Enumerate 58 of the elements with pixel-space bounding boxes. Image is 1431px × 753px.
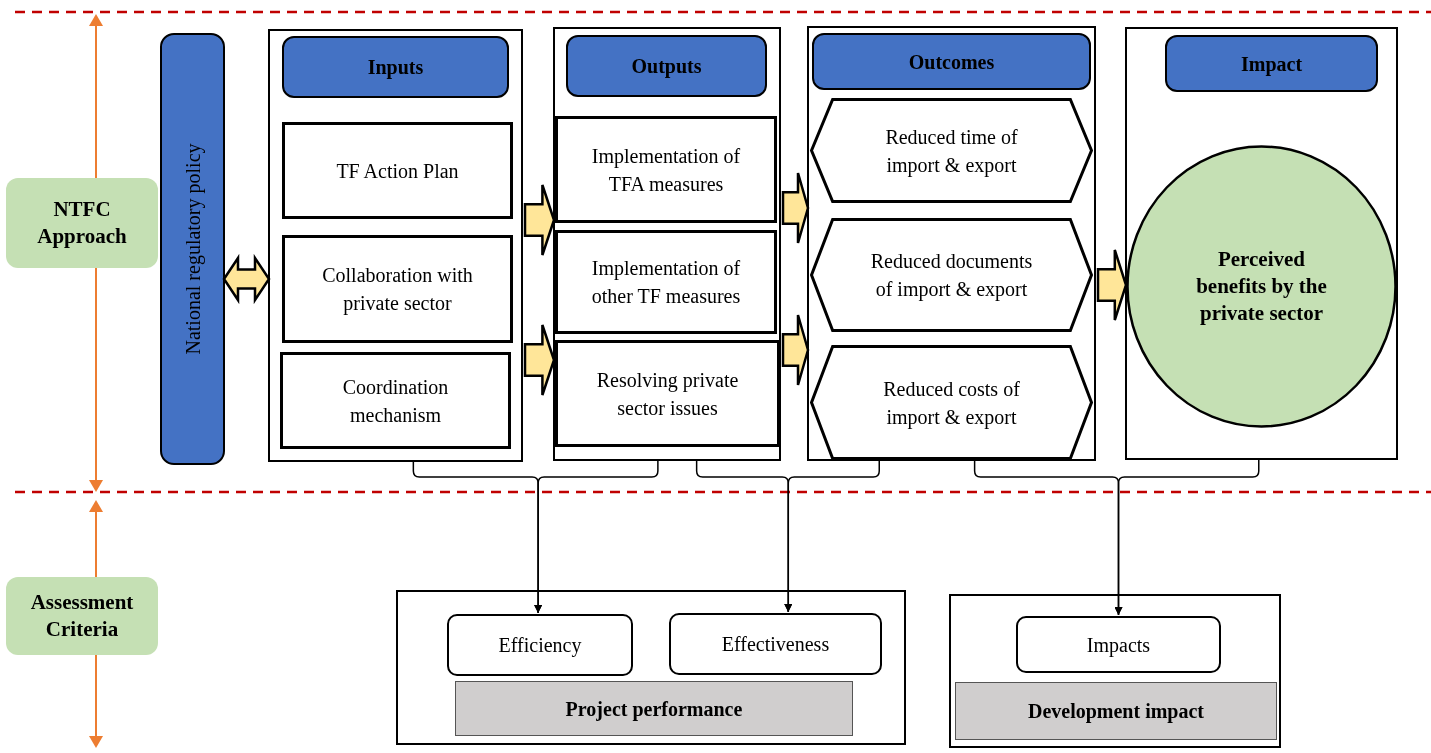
process-box <box>282 235 513 343</box>
box-label: National regulatory policy <box>180 143 206 355</box>
process-box <box>555 340 780 447</box>
box-label: Perceived benefits by the private sector <box>1195 246 1328 327</box>
column-panel <box>807 26 1096 461</box>
box-label: Impacts <box>1086 632 1151 659</box>
hexagon-box <box>810 218 1093 332</box>
box-label: Efficiency <box>498 633 582 659</box>
block-arrow <box>781 171 810 245</box>
box-label: Development impact <box>1027 699 1205 725</box>
box-label: Resolving private sector issues <box>595 367 740 421</box>
hexagon-box <box>810 345 1093 460</box>
policy-bar <box>160 33 225 465</box>
header-box <box>812 33 1091 90</box>
process-box <box>555 230 777 334</box>
column-panel <box>268 29 523 462</box>
box-label: Coordination mechanism <box>341 374 450 428</box>
bracket-arrow <box>784 460 880 613</box>
approach-label-box <box>6 577 158 655</box>
process-box <box>282 122 513 219</box>
box-label: TF Action Plan <box>336 158 459 184</box>
column-panel <box>1125 27 1398 460</box>
box-label: Reduced time of import & export <box>884 124 1019 179</box>
header-box <box>282 36 509 98</box>
criteria-box <box>1016 616 1221 673</box>
box-label: Reduced documents of import & export <box>869 249 1034 303</box>
header-box <box>566 35 767 97</box>
process-box <box>555 116 777 223</box>
double-block-arrow <box>222 253 271 305</box>
box-label: Implementation of other TF measures <box>590 256 742 309</box>
block-arrow <box>1096 248 1128 322</box>
column-panel <box>553 27 781 461</box>
bracket-arrow <box>534 460 659 614</box>
box-label: Implementation of TFA measures <box>590 143 742 197</box>
hexagon-box <box>810 98 1093 203</box>
header-box <box>1165 35 1378 92</box>
header-label: Outputs <box>631 54 702 80</box>
result-circle <box>1126 145 1397 428</box>
box-label: Reduced costs of import & export <box>882 376 1021 431</box>
box-label: NTFC Approach <box>36 196 128 250</box>
box-label: Assessment Criteria <box>29 589 135 643</box>
header-label: Impact <box>1240 51 1303 78</box>
block-arrow <box>781 313 810 387</box>
box-label: Effectiveness <box>721 632 830 657</box>
box-label: Collaboration with private sector <box>321 263 474 317</box>
category-band <box>455 681 853 736</box>
header-label: Inputs <box>367 55 424 81</box>
process-box <box>280 352 511 449</box>
criteria-box <box>447 614 633 676</box>
header-label: Outcomes <box>908 49 995 75</box>
block-arrow <box>523 323 556 397</box>
category-band <box>955 682 1277 740</box>
column-panel <box>396 590 906 745</box>
criteria-box <box>669 613 882 675</box>
block-arrow <box>523 183 556 257</box>
approach-label-box <box>6 178 158 268</box>
box-label: Project performance <box>565 696 743 723</box>
column-panel <box>949 594 1281 748</box>
